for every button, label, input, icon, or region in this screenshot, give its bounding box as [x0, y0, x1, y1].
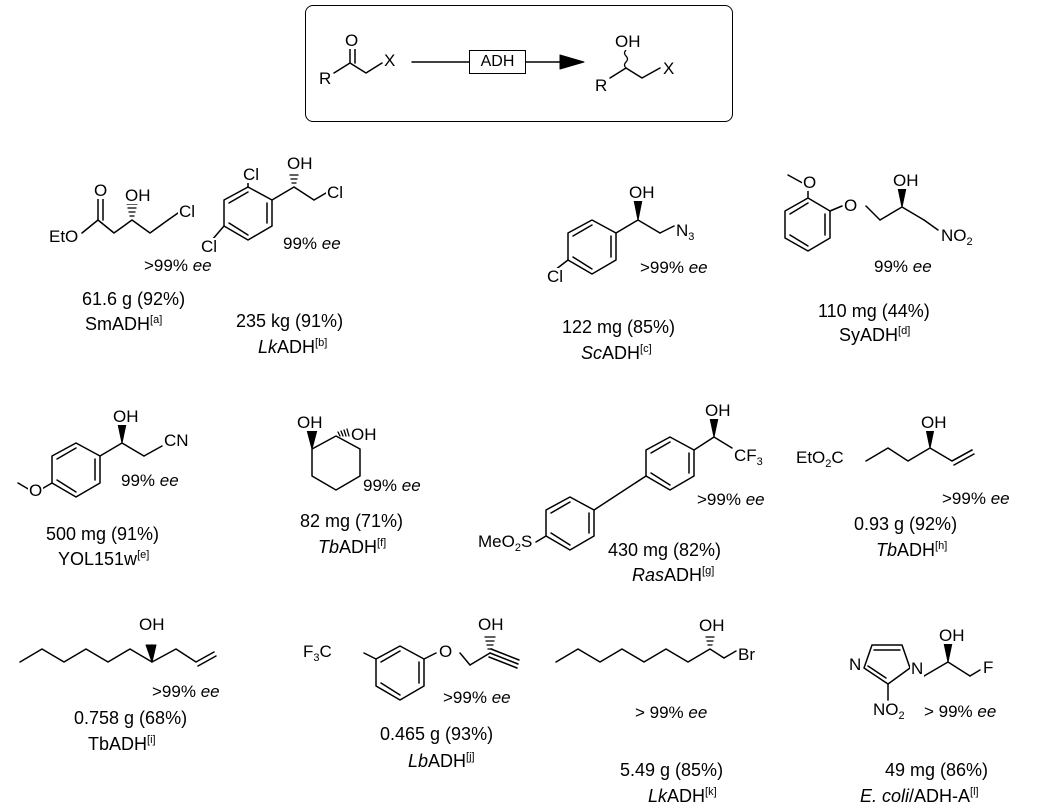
compound-10-bonds [363, 636, 520, 701]
scheme-product-hydroxyl: OH [614, 32, 642, 51]
c11-amount: 5.49 g (85%) [620, 760, 724, 780]
compound-9-bonds [19, 644, 217, 667]
scheme-frame [305, 5, 733, 122]
scheme-reactant-r: R [318, 69, 333, 88]
c3-catalyst: ScADH[c] [581, 343, 652, 363]
c1-catalyst: SmADH[a] [85, 314, 163, 334]
c10-hydroxyl: OH [477, 615, 505, 634]
c6-hydroxyl-2: OH [350, 425, 378, 444]
c11-hydroxyl: OH [698, 616, 726, 635]
c2-chlorine-chain: Cl [326, 183, 345, 202]
c8-hydroxyl: OH [920, 413, 948, 432]
compound-7-bonds [535, 417, 733, 551]
c4-catalyst: SyADH[d] [839, 325, 911, 345]
scheme-carbonyl-oxygen: O [344, 31, 360, 50]
c7-ee: >99% ee [697, 490, 765, 509]
c2-hydroxyl: OH [286, 154, 314, 173]
c7-hydroxyl: OH [704, 401, 732, 420]
c10-catalyst: LbADH[j] [408, 751, 475, 771]
c2-amount: 235 kg (91%) [236, 311, 344, 331]
c12-ee: > 99% ee [924, 702, 997, 721]
c11-ee: > 99% ee [635, 703, 708, 722]
c7-trifluoromethyl: CF3 [733, 446, 764, 468]
c2-catalyst: LkADH[b] [258, 337, 328, 357]
c3-ee: >99% ee [640, 258, 708, 277]
scheme-product-r: R [594, 76, 609, 95]
c5-methoxy-o: O [28, 481, 44, 500]
c6-amount: 82 mg (71%) [300, 511, 404, 531]
c1-hydroxyl: OH [124, 186, 152, 205]
c3-hydroxyl: OH [628, 183, 656, 202]
compound-11-bonds [555, 632, 737, 663]
c12-fluorine: F [982, 658, 995, 677]
c5-amount: 500 mg (91%) [46, 524, 160, 544]
c12-nitro: NO2 [872, 700, 906, 722]
c6-ee: 99% ee [363, 476, 421, 495]
c6-catalyst: TbADH[f] [318, 537, 387, 557]
compound-4-bonds [784, 174, 939, 252]
compound-8-bonds [865, 428, 975, 466]
c5-catalyst: YOL151w[e] [58, 549, 150, 569]
c11-catalyst: LkADH[k] [648, 786, 717, 805]
c10-trifluoromethyl: F3C [302, 642, 333, 664]
c4-ee: 99% ee [874, 257, 932, 276]
c3-azide: N3 [675, 221, 696, 243]
scheme-reactant-x: X [383, 51, 397, 70]
c1-chlorine: Cl [178, 202, 197, 221]
compound-5-bonds [17, 423, 163, 498]
compound-2-bonds [211, 170, 327, 241]
c4-ether-o: O [843, 196, 859, 215]
c8-ee: >99% ee [942, 489, 1010, 508]
c12-catalyst: E. coli/ADH-A[l] [860, 786, 979, 805]
c8-amount: 0.93 g (92%) [854, 514, 958, 534]
scheme-product-x: X [662, 59, 676, 78]
c9-hydroxyl: OH [138, 615, 166, 634]
c1-ee: >99% ee [144, 256, 212, 275]
c12-ring-n3: N [848, 655, 863, 674]
c11-bromine: Br [737, 645, 756, 664]
c12-ring-n1: N [910, 659, 925, 678]
c5-nitrile: CN [163, 431, 190, 450]
c4-methoxy-o: O [802, 173, 818, 192]
c2-chlorine-ortho: Cl [242, 165, 261, 184]
c5-hydroxyl: OH [112, 407, 140, 426]
c12-amount: 49 mg (86%) [885, 760, 989, 780]
c1-amount: 61.6 g (92%) [82, 289, 186, 309]
c6-hydroxyl-1: OH [296, 413, 324, 432]
c8-ester: EtO2C [795, 448, 845, 470]
compound-1-bonds [81, 195, 179, 234]
c9-amount: 0.758 g (68%) [74, 708, 188, 728]
c7-methylsulfonyl: MeO2S [477, 532, 534, 554]
c8-catalyst: TbADH[h] [876, 540, 948, 560]
c2-chlorine-para: Cl [200, 237, 219, 256]
c9-catalyst: TbADH[i] [88, 734, 156, 754]
c10-ee: >99% ee [443, 688, 511, 707]
c3-chlorine: Cl [546, 267, 565, 286]
enzyme-box: ADH [469, 50, 526, 74]
c9-ee: >99% ee [152, 682, 220, 701]
compound-6-bonds [306, 428, 361, 491]
c4-amount: 110 mg (44%) [818, 301, 930, 321]
c10-amount: 0.465 g (93%) [380, 724, 494, 744]
c4-hydroxyl: OH [892, 171, 920, 190]
c3-amount: 122 mg (85%) [562, 317, 676, 337]
c10-ether-o: O [438, 642, 454, 661]
c1-ethoxy: EtO [48, 227, 80, 246]
c7-amount: 430 mg (82%) [608, 540, 722, 560]
c7-catalyst: RasADH[g] [632, 565, 715, 585]
c1-carbonyl-o: O [93, 181, 109, 200]
scheme-product-bonds [609, 49, 661, 79]
c2-ee: 99% ee [283, 234, 341, 253]
c12-hydroxyl: OH [938, 626, 966, 645]
c5-ee: 99% ee [121, 471, 179, 490]
scheme-reactant-bonds [333, 43, 585, 74]
c4-nitro: NO2 [940, 226, 974, 248]
